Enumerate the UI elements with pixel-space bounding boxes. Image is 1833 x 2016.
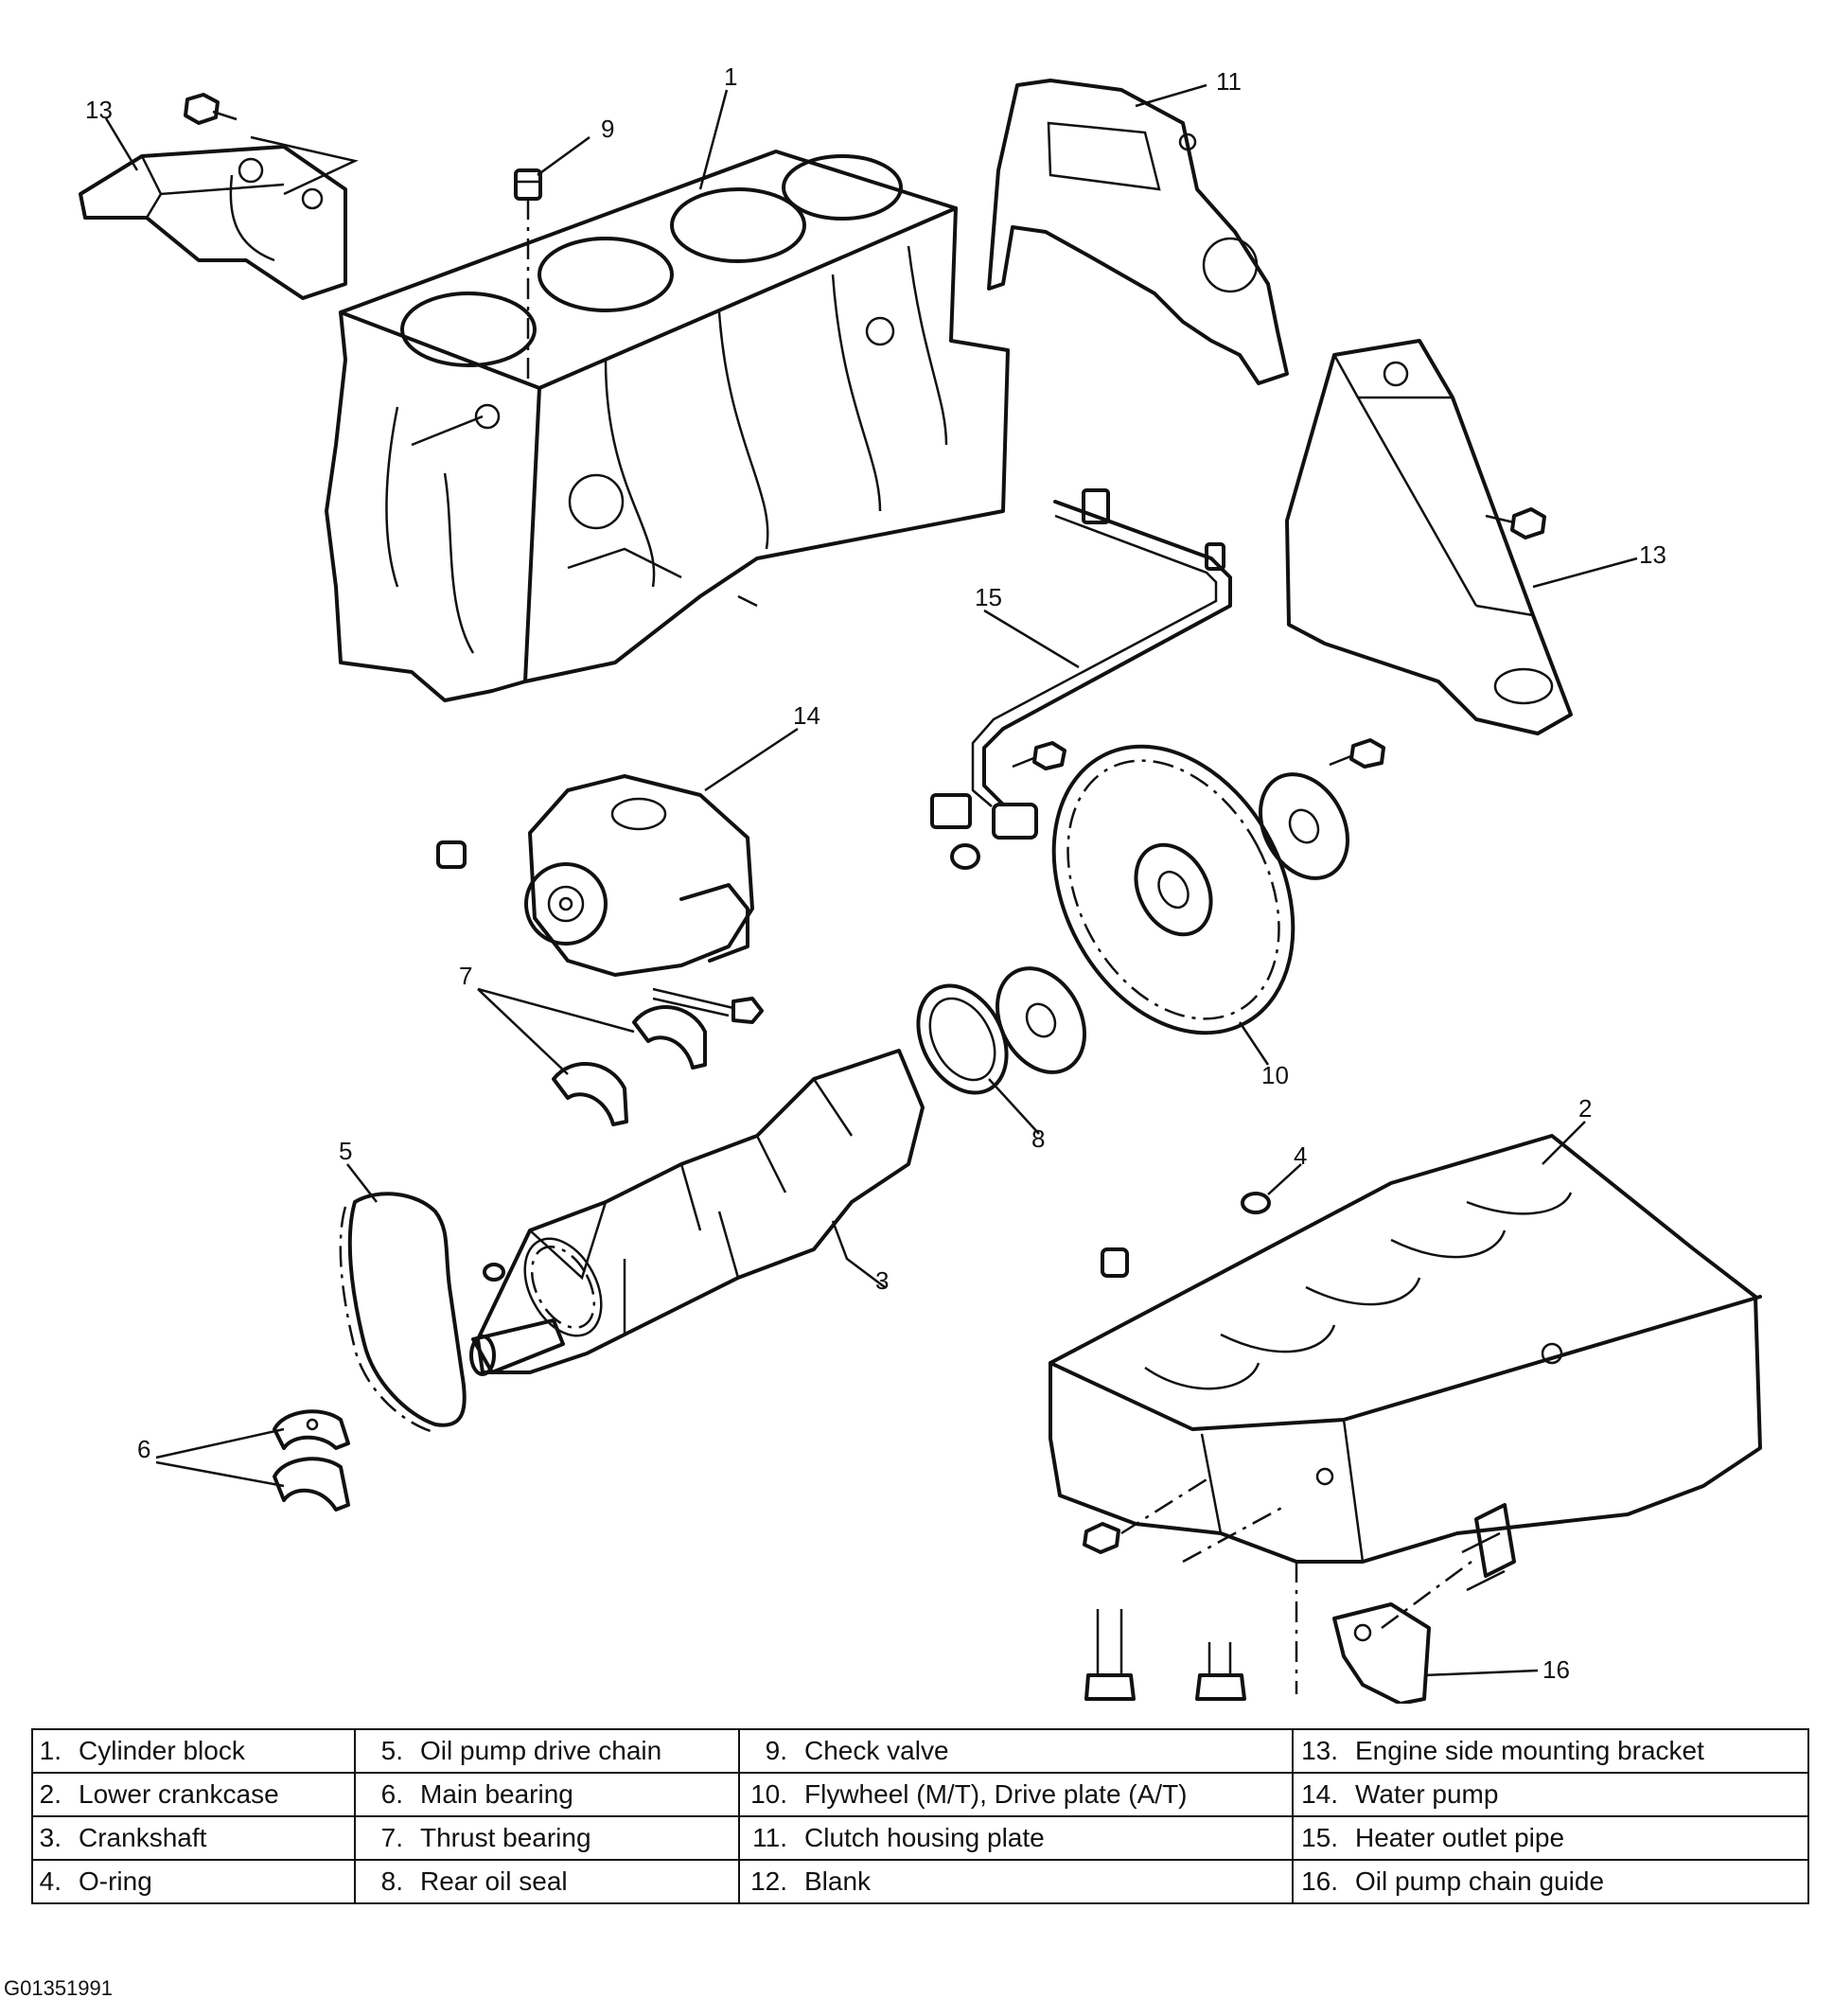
callout-11: 11: [1216, 67, 1242, 96]
legend-cell: 3.Crankshaft: [31, 1815, 356, 1861]
heater-outlet-pipe: [930, 488, 1232, 870]
legend-cell: 12.Blank: [738, 1859, 1294, 1904]
thrust-bearing-lower: [552, 1062, 628, 1126]
crankcase-nut: [1083, 1522, 1120, 1554]
mount-bolt-right: [1485, 507, 1546, 539]
legend-cell: 9.Check valve: [738, 1728, 1294, 1774]
callout-4: 4: [1294, 1141, 1307, 1170]
engine-exploded-diagram: 1 2 3 4 5 6 7 8 9 10 11 13 13 14 15 16: [79, 62, 1762, 1704]
crankshaft-key: [483, 1263, 505, 1282]
check-valve: [514, 168, 542, 379]
leader-10: [1238, 1021, 1270, 1066]
leader-9: [537, 135, 590, 177]
leader-16: [1423, 1669, 1539, 1677]
callout-7: 7: [459, 962, 472, 990]
cylinder-block: [325, 150, 1010, 702]
callout-13-right: 13: [1639, 540, 1666, 569]
legend-row: 1.Cylinder block 5.Oil pump drive chain …: [31, 1728, 1809, 1774]
pipe-bolt: [1012, 741, 1066, 770]
callout-15: 15: [975, 583, 1002, 611]
leader-7: [477, 987, 635, 1075]
crankcase-dowel: [1101, 1247, 1129, 1278]
crankcase-bolt-long: [1084, 1609, 1136, 1701]
leader-6: [155, 1427, 285, 1488]
callout-14: 14: [793, 701, 820, 730]
clutch-housing-plate: [987, 79, 1289, 385]
legend-cell: 14.Water pump: [1292, 1772, 1809, 1817]
legend-cell: 16.Oil pump chain guide: [1292, 1859, 1809, 1904]
legend-cell: 11.Clutch housing plate: [738, 1815, 1294, 1861]
callout-2: 2: [1578, 1094, 1592, 1123]
callout-16: 16: [1542, 1655, 1570, 1684]
oil-pump-chain-guide: [1332, 1602, 1431, 1704]
callout-8: 8: [1031, 1124, 1045, 1153]
leader-1: [698, 89, 729, 190]
legend-cell: 15.Heater outlet pipe: [1292, 1815, 1809, 1861]
lower-crankcase: [1049, 1134, 1762, 1564]
figure-code: G01351991: [4, 1976, 113, 2000]
chain-guide-bolts: [1461, 1503, 1516, 1592]
leader-3: [831, 1220, 886, 1288]
water-pump: [524, 774, 754, 977]
leader-5: [346, 1163, 378, 1203]
main-bearing-lower: [273, 1457, 350, 1512]
legend-cell: 2.Lower crankcase: [31, 1772, 356, 1817]
legend-cell: 8.Rear oil seal: [354, 1859, 740, 1904]
legend-cell: 4.O-ring: [31, 1859, 356, 1904]
leader-14: [704, 727, 799, 792]
callout-10: 10: [1261, 1061, 1289, 1089]
leader-13b: [1532, 557, 1638, 589]
flywheel-adapter-plate-rear: [1258, 772, 1350, 880]
leader-15: [983, 609, 1080, 669]
flywheel: [1051, 744, 1295, 1035]
legend-cell: 10.Flywheel (M/T), Drive plate (A/T): [738, 1772, 1294, 1817]
main-bearing-upper: [273, 1409, 350, 1450]
engine-mount-bracket-right: [1285, 339, 1573, 735]
legend-cell: 5.Oil pump drive chain: [354, 1728, 740, 1774]
legend-row: 3.Crankshaft 7.Thrust bearing 11.Clutch …: [31, 1815, 1809, 1861]
rear-oil-seal: [916, 983, 1009, 1095]
mount-bolt-left: [184, 93, 238, 125]
callout-13-left: 13: [85, 96, 113, 124]
legend-row: 2.Lower crankcase 6.Main bearing 10.Flyw…: [31, 1772, 1809, 1817]
callout-6: 6: [137, 1435, 150, 1463]
leader-8: [988, 1078, 1040, 1135]
legend-cell: 1.Cylinder block: [31, 1728, 356, 1774]
water-pump-dowel: [436, 840, 467, 869]
callout-3: 3: [875, 1266, 889, 1295]
callout-1: 1: [724, 62, 737, 91]
leader-13a: [104, 117, 139, 171]
parts-legend-table: 1.Cylinder block 5.Oil pump drive chain …: [31, 1728, 1809, 1904]
crankshaft: [469, 1049, 925, 1376]
legend-cell: 7.Thrust bearing: [354, 1815, 740, 1861]
legend-row: 4.O-ring 8.Rear oil seal 12.Blank 16.Oil…: [31, 1859, 1809, 1904]
water-pump-bolt: [652, 987, 764, 1024]
leader-11: [1135, 83, 1207, 108]
crankcase-bolt-short: [1195, 1642, 1246, 1701]
thrust-bearing-upper: [632, 1005, 707, 1070]
legend-cell: 13.Engine side mounting bracket: [1292, 1728, 1809, 1774]
legend-cell: 6.Main bearing: [354, 1772, 740, 1817]
leader-2: [1542, 1121, 1586, 1165]
engine-mount-bracket-left: [79, 145, 347, 300]
flywheel-bolt: [1329, 738, 1385, 769]
o-ring: [1241, 1192, 1271, 1214]
callout-5: 5: [339, 1137, 352, 1165]
callout-9: 9: [601, 115, 614, 143]
leader-4: [1267, 1163, 1302, 1195]
oil-pump-drive-chain: [339, 1192, 467, 1433]
